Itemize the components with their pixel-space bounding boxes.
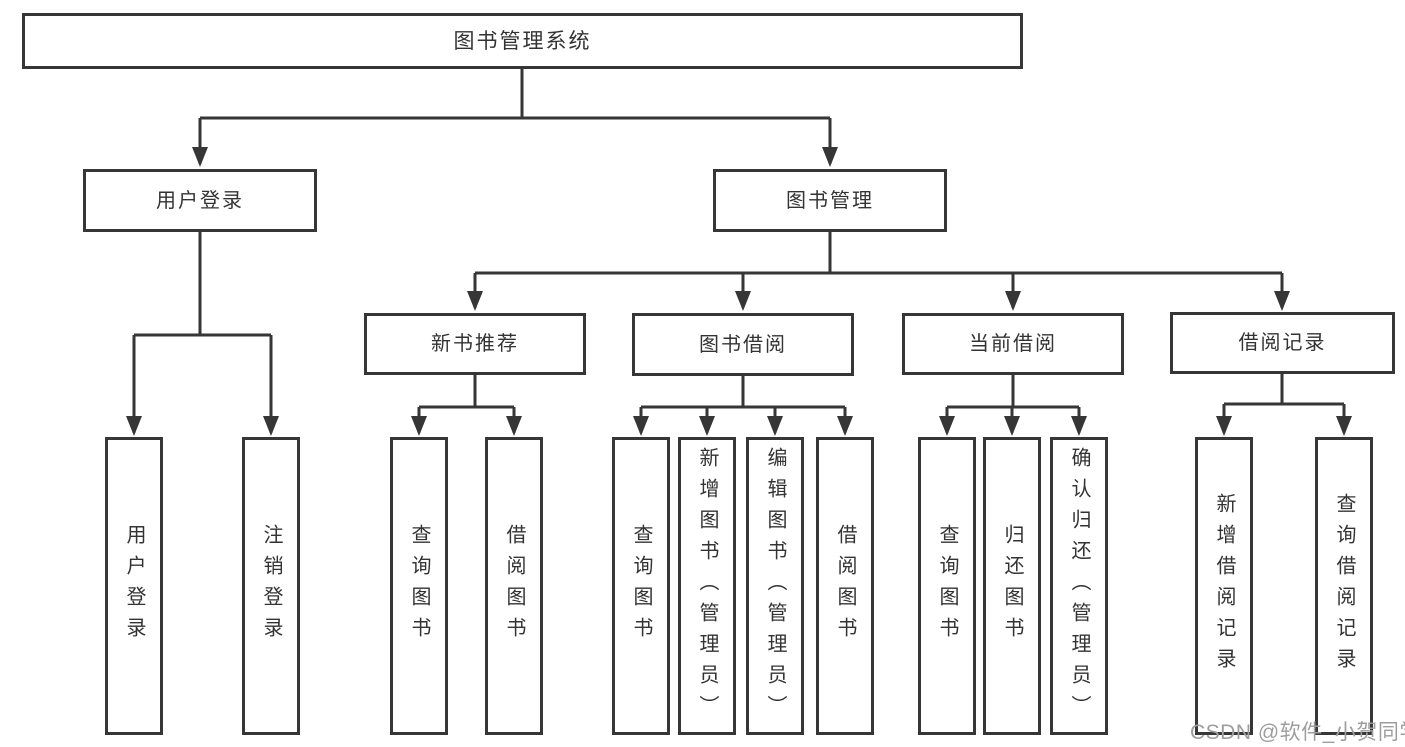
node-borrow-records: 借阅记录: [1170, 312, 1395, 374]
node-label: 图书管理系统: [453, 29, 592, 53]
node-new-book-recommend: 新书推荐: [364, 313, 586, 375]
leaf-add-borrow-record: 新增借阅记录: [1195, 437, 1253, 735]
leaf-label: 查询借阅记录: [1333, 493, 1355, 679]
leaf-logout: 注销登录: [242, 437, 300, 735]
leaf-query-books-borrow: 查询图书: [612, 437, 670, 735]
node-book-management: 图书管理: [713, 169, 947, 232]
csdn-watermark: CSDN @软件_小贺同学: [1190, 721, 1405, 744]
node-label: 图书管理: [786, 189, 874, 212]
leaf-query-books-recommend: 查询图书: [390, 437, 448, 735]
node-label: 借阅记录: [1238, 332, 1327, 354]
leaf-label: 借阅图书: [834, 524, 856, 648]
leaf-query-borrow-record: 查询借阅记录: [1315, 437, 1373, 735]
node-book-borrow: 图书借阅: [632, 313, 854, 376]
leaf-label: 查询图书: [936, 524, 958, 648]
leaf-label: 新增借阅记录: [1213, 493, 1235, 679]
leaf-borrow-books: 借阅图书: [816, 437, 874, 735]
leaf-confirm-return-admin: 确认归还（管理员）: [1050, 437, 1108, 735]
node-label: 图书借阅: [699, 333, 787, 356]
node-user-login: 用户登录: [83, 169, 317, 232]
leaf-label: 编辑图书（管理员）: [764, 446, 786, 726]
node-label: 当前借阅: [969, 333, 1057, 355]
node-root-library-system: 图书管理系统: [22, 13, 1023, 69]
leaf-label: 查询图书: [408, 524, 430, 648]
leaf-label: 查询图书: [630, 524, 652, 648]
leaf-query-books-current: 查询图书: [918, 437, 976, 735]
leaf-user-login: 用户登录: [105, 437, 163, 735]
node-current-borrow: 当前借阅: [902, 313, 1124, 375]
leaf-borrow-books-recommend: 借阅图书: [485, 437, 543, 735]
leaf-label: 借阅图书: [503, 524, 525, 648]
leaf-edit-books-admin: 编辑图书（管理员）: [746, 437, 804, 735]
leaf-return-books: 归还图书: [983, 437, 1041, 735]
leaf-label: 注销登录: [260, 524, 282, 648]
leaf-add-books-admin: 新增图书（管理员）: [678, 437, 736, 735]
leaf-label: 归还图书: [1001, 524, 1023, 648]
node-label: 新书推荐: [431, 333, 519, 355]
node-label: 用户登录: [156, 189, 244, 212]
leaf-label: 确认归还（管理员）: [1068, 446, 1090, 726]
leaf-label: 新增图书（管理员）: [696, 446, 718, 726]
leaf-label: 用户登录: [123, 524, 145, 648]
